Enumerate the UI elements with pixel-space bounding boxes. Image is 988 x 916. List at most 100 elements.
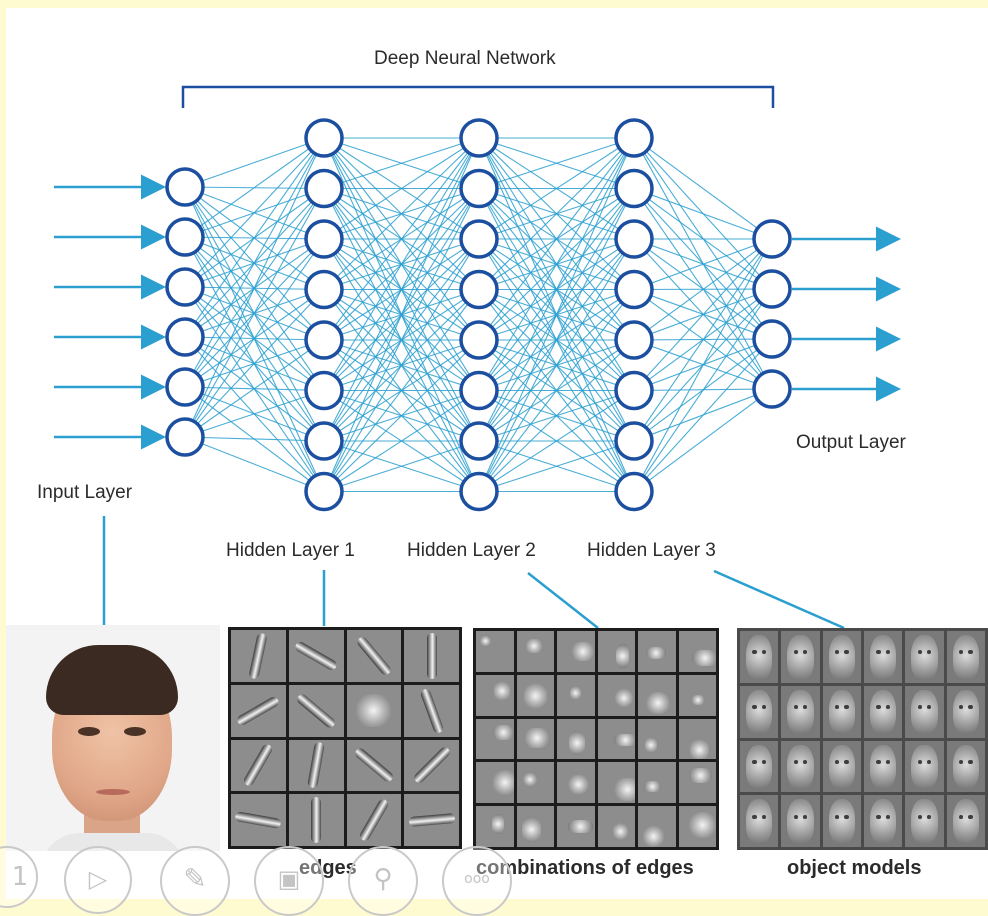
hidden-3-node [614, 269, 654, 310]
feature-blob-mark [570, 641, 595, 661]
edge-combination-tile [557, 806, 595, 847]
edge-combination-tile [557, 631, 595, 672]
object-model-tile [781, 685, 820, 738]
hidden-1-node [304, 118, 344, 158]
edge-combination-tile [597, 631, 635, 672]
hidden-3-pointer-line [713, 569, 845, 630]
output-layer-label: Output Layer [796, 432, 906, 453]
connection-line [633, 238, 773, 291]
hidden-3-node [614, 370, 654, 411]
edge-filter-tile [288, 684, 344, 737]
hidden-layer-1-label: Hidden Layer 1 [226, 540, 355, 561]
face-model-mark [952, 689, 979, 735]
feature-blob-mark [568, 775, 589, 794]
connection-line [184, 289, 325, 438]
edge-filter-tile [346, 630, 402, 682]
face-model-mark [952, 799, 979, 844]
edge-filter-tile [288, 794, 344, 846]
edge-combination-tile [557, 718, 595, 760]
zoom-icon[interactable]: ⚲ [348, 846, 418, 916]
edge-stroke-mark [295, 692, 337, 730]
edge-combination-tile [476, 762, 514, 804]
object-model-tile [781, 740, 820, 793]
object-model-tile [946, 795, 985, 847]
feature-blob-mark [494, 680, 510, 702]
input-node [165, 167, 205, 207]
edge-combination-tile [476, 806, 514, 847]
combinations-feature-grid [473, 628, 719, 850]
connection-line [478, 289, 635, 492]
connection-line [323, 137, 480, 240]
connection-line [323, 137, 480, 391]
screen-icon[interactable]: ▣ [254, 846, 324, 916]
edge-combination-tile [638, 674, 676, 716]
hidden-2-node [459, 219, 499, 259]
hidden-3-node [614, 421, 654, 461]
connection-line [633, 288, 773, 492]
hidden-layer-3-label: Hidden Layer 3 [587, 540, 716, 561]
edge-stroke-mark [355, 635, 393, 677]
feature-blob-mark [612, 822, 628, 841]
pen-icon[interactable]: ✎ [160, 846, 230, 916]
hidden-3-node [614, 219, 654, 259]
connection-line [323, 238, 480, 492]
hidden-2-node [459, 269, 499, 310]
edge-stroke-mark [419, 687, 445, 734]
slide: Deep Neural Network Input Layer Hidden L… [0, 8, 988, 916]
face-model-mark [746, 799, 773, 844]
edge-filter-tile [346, 739, 402, 792]
connection-line [633, 238, 773, 442]
connection-line [184, 188, 325, 438]
object-model-tile [946, 631, 985, 683]
hidden-2-node [459, 168, 499, 209]
play-icon[interactable]: ▷ [64, 846, 132, 914]
feature-blob-mark [524, 683, 547, 709]
hidden-1-node [304, 370, 344, 411]
feature-blob-mark [492, 769, 514, 796]
output-node [752, 369, 792, 409]
connection-line [633, 238, 773, 341]
edge-filter-tile [346, 794, 402, 846]
feature-blob-mark [613, 778, 635, 802]
feature-blob-mark [567, 820, 593, 833]
edge-filter-tile [231, 739, 286, 792]
connection-line [184, 137, 325, 338]
object-model-tile [822, 795, 861, 847]
edge-combination-tile [516, 631, 554, 672]
face-model-mark [828, 799, 855, 844]
connection-line [184, 389, 325, 438]
edge-combination-tile [597, 718, 635, 760]
face-model-mark [911, 799, 938, 844]
object-model-tile [946, 740, 985, 793]
edge-stroke-mark [426, 632, 437, 679]
edge-filter-tile [404, 794, 459, 846]
edge-filter-tile [346, 684, 402, 737]
connection-line [323, 137, 480, 442]
feature-blob-mark [691, 650, 716, 667]
connection-line [478, 137, 635, 240]
object-models-feature-grid [737, 628, 988, 850]
edge-stroke-mark [411, 745, 452, 786]
input-node [165, 417, 205, 457]
connection-line [478, 137, 635, 492]
face-model-mark [746, 635, 773, 680]
hair-shape [46, 645, 178, 715]
edge-combination-tile [638, 806, 676, 847]
connection-line [323, 188, 480, 492]
hidden-3-node [614, 471, 654, 512]
object-model-tile [863, 685, 903, 738]
connection-line [633, 388, 773, 492]
connection-line [633, 338, 773, 492]
connection-line [184, 436, 325, 442]
input-node [165, 267, 205, 307]
combinations-caption: combinations of edges [476, 857, 694, 879]
neural-network-diagram [54, 85, 901, 630]
edge-combination-tile [516, 806, 554, 847]
edge-stroke-mark [248, 632, 269, 680]
object-model-tile [822, 740, 861, 793]
face-model-mark [787, 635, 814, 680]
connection-line [478, 137, 635, 290]
edge-filter-tile [231, 684, 286, 737]
edge-combination-tile [678, 674, 716, 716]
more-icon[interactable]: ooo [442, 846, 512, 916]
